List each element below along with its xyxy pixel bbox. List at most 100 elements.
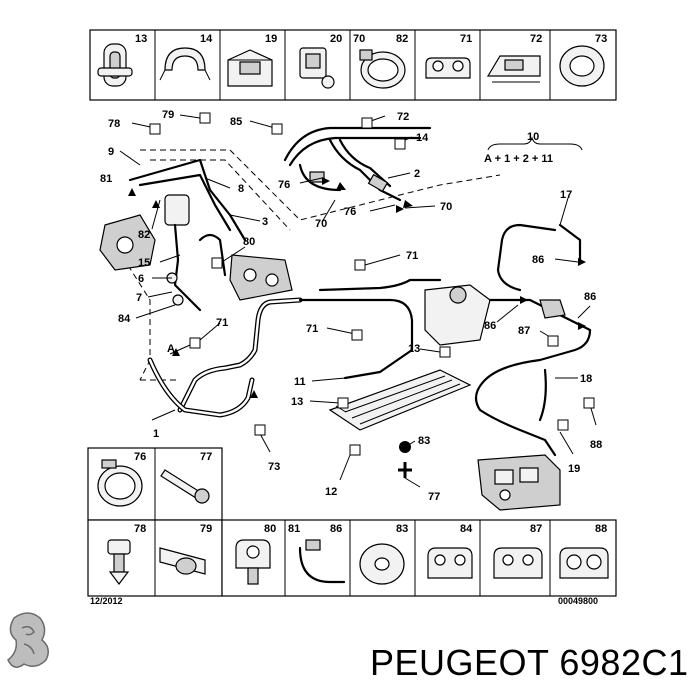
bottom-row-frame <box>221 519 617 597</box>
callout-76-b: 76 <box>344 206 356 218</box>
tank-icon <box>424 284 491 346</box>
filter-assembly-icon <box>229 254 293 301</box>
callout-1: 1 <box>153 428 159 440</box>
callout-79: 79 <box>162 109 174 121</box>
callout-14: 14 <box>416 132 429 144</box>
footer-ref: 00049800 <box>558 596 598 606</box>
thumb-14[interactable]: 14 <box>159 33 213 81</box>
callout-78: 78 <box>108 118 120 130</box>
thumb-78-label: 78 <box>134 523 146 535</box>
thumb-88[interactable]: 88 <box>559 523 609 579</box>
bottom-thumbnail-row: 80 81 86 83 84 87 88 <box>221 519 617 597</box>
callout-87: 87 <box>518 325 530 337</box>
thumb-83-label: 83 <box>396 523 408 535</box>
thumb-78[interactable]: 78 <box>107 523 146 585</box>
callout-12: 12 <box>325 486 337 498</box>
callout-10: 10 <box>527 131 539 143</box>
callout-71-a: 71 <box>406 250 418 262</box>
left-thumbnail-column: 76 77 78 79 <box>87 447 223 597</box>
callout-19: 19 <box>568 463 580 475</box>
strap-icon <box>298 546 346 584</box>
thumb-87-label: 87 <box>530 523 542 535</box>
brand-part-number: PEUGEOT 6982C1 <box>370 642 689 683</box>
callout-labels: 78 79 85 72 14 9 81 8 76 2 17 82 3 70 76… <box>100 109 602 503</box>
thumb-13-label: 13 <box>135 33 147 45</box>
callout-17: 17 <box>560 189 572 201</box>
main-diagram: 10 A + 1 + 2 + 11 78 79 85 72 14 9 81 8 … <box>99 109 602 511</box>
footer-date: 12/2012 <box>90 596 123 606</box>
thumb-73[interactable]: 73 <box>559 33 607 87</box>
callout-86-c: 86 <box>484 320 496 332</box>
callout-81: 81 <box>100 173 112 185</box>
callout-71-b: 71 <box>216 317 228 329</box>
engine-block-icon <box>477 454 561 511</box>
thumb-83[interactable]: 83 <box>359 523 408 585</box>
thumb-77-label: 77 <box>200 451 212 463</box>
callout-8: 8 <box>238 183 244 195</box>
canister-icon <box>164 194 190 226</box>
thumb-76-label: 76 <box>134 451 146 463</box>
callout-7: 7 <box>136 292 142 304</box>
thumb-20[interactable]: 20 <box>299 33 342 89</box>
thumb-70-82[interactable]: 70 82 <box>353 33 408 89</box>
callout-A: A <box>167 343 175 355</box>
push-clip-icon <box>107 539 131 555</box>
callout-13-b: 13 <box>291 396 303 408</box>
callout-11: 11 <box>294 376 306 388</box>
callout-markers <box>149 112 595 456</box>
thumb-70-label: 70 <box>353 33 365 45</box>
callout-88: 88 <box>590 439 602 451</box>
pipe-18 <box>474 328 592 457</box>
double-clip-icon <box>425 57 471 79</box>
thumb-80-label: 80 <box>264 523 276 535</box>
thumb-19[interactable]: 19 <box>227 33 277 87</box>
callout-76-a: 76 <box>278 179 290 191</box>
thumb-87[interactable]: 87 <box>493 523 543 579</box>
thumb-71[interactable]: 71 <box>425 33 472 79</box>
callout-70-b: 70 <box>440 201 452 213</box>
callout-72: 72 <box>397 111 409 123</box>
callout-18: 18 <box>580 373 592 385</box>
thumb-84-label: 84 <box>460 523 473 535</box>
thumb-72[interactable]: 72 <box>486 33 542 83</box>
thumb-76[interactable]: 76 <box>97 451 146 507</box>
clip-84-icon <box>427 547 473 579</box>
top-thumbnail-row: 13 14 19 20 70 82 <box>89 29 617 101</box>
callout-6: 6 <box>138 273 144 285</box>
callout-86-a: 86 <box>532 254 544 266</box>
thumb-79[interactable]: 79 <box>159 523 212 575</box>
thumb-20-label: 20 <box>330 33 342 45</box>
arrowheads <box>128 177 586 398</box>
callout-86-b: 86 <box>584 291 596 303</box>
thumb-14-label: 14 <box>200 33 213 45</box>
thumb-82-label: 82 <box>396 33 408 45</box>
callout-9: 9 <box>108 146 114 158</box>
thumb-81-86[interactable]: 81 86 <box>288 523 346 584</box>
clamp-icon <box>164 47 206 71</box>
callout-84: 84 <box>118 313 131 325</box>
callout-3: 3 <box>262 216 268 228</box>
thumb-19-label: 19 <box>265 33 277 45</box>
thumb-72-label: 72 <box>530 33 542 45</box>
pipe-2 <box>328 138 402 202</box>
thumb-79-label: 79 <box>200 523 212 535</box>
clip-87-icon <box>493 547 543 579</box>
thumb-80[interactable]: 80 <box>235 523 276 585</box>
callout-71-c: 71 <box>306 323 318 335</box>
callout-80: 80 <box>243 236 255 248</box>
formula-label: A + 1 + 2 + 11 <box>484 153 553 165</box>
callout-15: 15 <box>138 257 150 269</box>
callout-77: 77 <box>428 491 440 503</box>
fastener-77-icon <box>398 462 412 478</box>
callout-73: 73 <box>268 461 280 473</box>
main-hose <box>177 297 303 413</box>
thumb-84[interactable]: 84 <box>427 523 473 579</box>
thumb-13[interactable]: 13 <box>97 33 147 87</box>
callout-2: 2 <box>414 168 420 180</box>
callout-13-a: 13 <box>408 343 420 355</box>
thumb-77[interactable]: 77 <box>160 451 212 504</box>
pipe-8-3 <box>128 158 247 242</box>
peugeot-lion-logo <box>7 612 49 668</box>
callout-82: 82 <box>138 229 150 241</box>
